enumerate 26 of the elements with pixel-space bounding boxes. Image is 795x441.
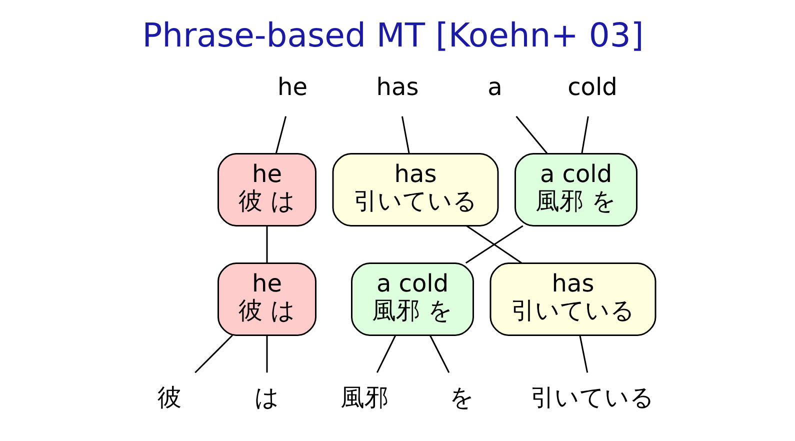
connector <box>401 116 410 154</box>
connector <box>516 116 548 154</box>
node-text: 風邪 <box>340 383 388 412</box>
diagram-title: Phrase-based MT [Koehn+ 03] <box>142 16 644 55</box>
node-text: を <box>450 383 474 412</box>
node-text: 彼 <box>158 383 182 412</box>
connector <box>275 116 287 154</box>
node-text: は <box>254 383 280 412</box>
connector <box>579 335 588 373</box>
node-box: has 引いている <box>332 153 499 226</box>
node-text: he <box>278 72 308 101</box>
connector <box>429 335 450 373</box>
connector <box>266 335 268 373</box>
node-box: a cold 風邪 を <box>514 153 638 226</box>
node-text: 引いている <box>530 383 654 412</box>
node-box: a cold 風邪 を <box>351 262 474 336</box>
connector <box>194 334 233 374</box>
node-box: he 彼 は <box>218 153 316 226</box>
node-text: cold <box>568 72 618 101</box>
connector <box>581 116 589 154</box>
node-box: has 引いている <box>490 262 656 336</box>
node-text: a <box>488 72 502 101</box>
connector <box>266 226 268 264</box>
connector <box>376 335 396 373</box>
node-box: he 彼 は <box>218 262 316 336</box>
node-text: has <box>376 72 419 101</box>
